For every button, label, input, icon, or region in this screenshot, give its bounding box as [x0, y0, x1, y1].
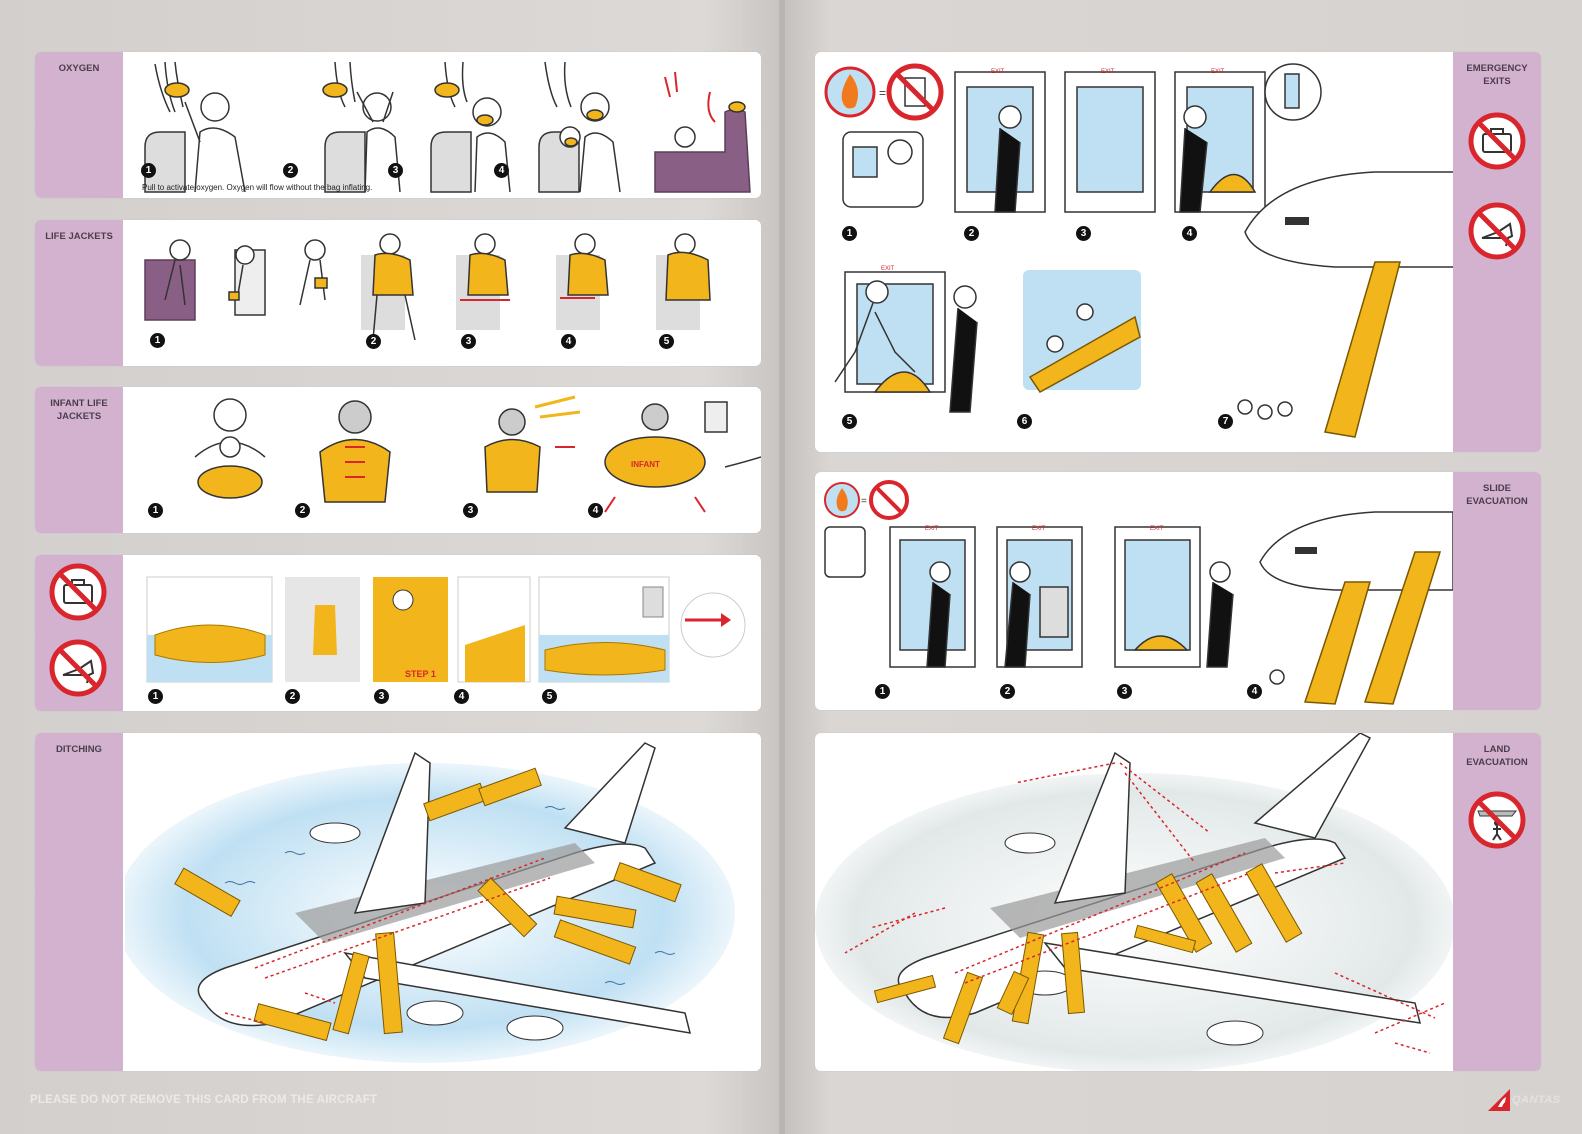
oxygen-label-strip: OXYGEN	[35, 52, 123, 198]
life-jackets-step-2: 2	[366, 334, 381, 349]
life-jackets-panel: LIFE JACKETS	[35, 220, 761, 366]
slide-evacuation-panel: SLIDE EVACUATION =	[815, 472, 1541, 710]
slide-step-3: 3	[1117, 684, 1132, 699]
exits-step-4: 4	[1182, 226, 1197, 241]
raft-prohibitions-strip	[35, 555, 123, 711]
svg-text:=: =	[861, 496, 867, 507]
ditching-panel: DITCHING	[35, 733, 761, 1071]
life-jackets-step-1: 1	[150, 333, 165, 348]
slide-evacuation-label-strip: SLIDE EVACUATION	[1453, 472, 1541, 710]
emergency-exits-panel: EMERGENCY EXITS =	[815, 52, 1541, 452]
exits-step-1: 1	[842, 226, 857, 241]
life-jackets-step-3: 3	[461, 334, 476, 349]
oxygen-caption: Pull to activate oxygen. Oxygen will flo…	[142, 183, 373, 192]
life-jackets-step-5: 5	[659, 334, 674, 349]
infant-step-4: 4	[588, 503, 603, 518]
exit-sign-3: EXIT	[1211, 69, 1225, 75]
exit-sign-4: EXIT	[881, 266, 895, 272]
card-fold	[779, 0, 785, 1134]
exits-step-5: 5	[842, 414, 857, 429]
kangaroo-logo-icon	[1488, 1089, 1510, 1111]
infant-step-2: 2	[295, 503, 310, 518]
footer-notice: PLEASE DO NOT REMOVE THIS CARD FROM THE …	[30, 1094, 378, 1106]
raft-step-1: 1	[148, 689, 163, 704]
slide-exit-sign-3: EXIT	[1150, 526, 1164, 532]
land-evacuation-panel: LAND EVACUATION	[815, 733, 1541, 1071]
emergency-exits-label: EMERGENCY EXITS	[1466, 63, 1528, 87]
no-high-heels-icon	[49, 639, 107, 697]
raft-step-5: 5	[542, 689, 557, 704]
slide-evacuation-label: SLIDE EVACUATION	[1466, 483, 1528, 507]
emergency-exits-illustration: =	[824, 63, 1453, 438]
exit-sign-1: EXIT	[991, 69, 1005, 75]
raft-panel: STEP 1 1 2 3 4 5	[35, 555, 761, 711]
exits-step-2: 2	[964, 226, 979, 241]
land-evacuation-label-strip: LAND EVACUATION	[1453, 733, 1541, 1071]
life-jackets-step-4: 4	[561, 334, 576, 349]
ditching-label: DITCHING	[56, 744, 102, 755]
oxygen-label: OXYGEN	[58, 63, 100, 74]
raft-illustration: STEP 1	[146, 576, 746, 683]
exits-step-6: 6	[1017, 414, 1032, 429]
life-jackets-label-strip: LIFE JACKETS	[35, 220, 123, 366]
raft-step-4: 4	[454, 689, 469, 704]
slide-step-1: 1	[875, 684, 890, 699]
svg-text:=: =	[879, 86, 886, 100]
oxygen-illustration	[144, 61, 751, 193]
infant-step-3: 3	[463, 503, 478, 518]
exit-sign-2: EXIT	[1101, 69, 1115, 75]
land-evacuation-illustration	[815, 733, 1453, 1071]
oxygen-step-4: 4	[494, 163, 509, 178]
qantas-wordmark: QANTAS	[1512, 1094, 1561, 1106]
infant-life-jackets-label-strip: INFANT LIFE JACKETS	[35, 387, 123, 533]
exits-step-7: 7	[1218, 414, 1233, 429]
slide-step-4: 4	[1247, 684, 1262, 699]
no-fire-icon	[824, 66, 876, 118]
land-evacuation-label: LAND EVACUATION	[1466, 744, 1528, 768]
exits-step-3: 3	[1076, 226, 1091, 241]
raft-step-text: STEP 1	[405, 669, 436, 679]
no-walk-under-wing-icon	[1468, 791, 1526, 849]
infant-life-jackets-illustration: INFANT	[194, 395, 761, 513]
life-jackets-illustration	[144, 233, 711, 341]
ditching-label-strip: DITCHING	[35, 733, 123, 1071]
infant-step-1: 1	[148, 503, 163, 518]
oxygen-step-2: 2	[283, 163, 298, 178]
raft-step-3: 3	[374, 689, 389, 704]
qantas-logo: QANTAS	[1488, 1089, 1561, 1111]
ditching-illustration	[125, 742, 735, 1063]
oxygen-panel: OXYGEN	[35, 52, 761, 198]
slide-exit-sign-2: EXIT	[1032, 526, 1046, 532]
slide-step-2: 2	[1000, 684, 1015, 699]
no-high-heels-icon	[1468, 202, 1526, 260]
life-jackets-label: LIFE JACKETS	[45, 231, 113, 242]
oxygen-step-1: 1	[141, 163, 156, 178]
emergency-exits-label-strip: EMERGENCY EXITS	[1453, 52, 1541, 452]
infant-life-jackets-panel: INFANT LIFE JACKETS INFANT 1 2 3 4	[35, 387, 761, 533]
infant-life-jackets-label: INFANT LIFE JACKETS	[50, 398, 108, 422]
no-baggage-icon	[1468, 112, 1526, 170]
infant-jacket-text: INFANT	[631, 460, 660, 469]
slide-exit-sign-1: EXIT	[925, 526, 939, 532]
raft-step-2: 2	[285, 689, 300, 704]
no-baggage-icon	[49, 563, 107, 621]
oxygen-step-3: 3	[388, 163, 403, 178]
slide-evacuation-illustration: = EXIT EXIT EXIT	[824, 480, 1453, 705]
